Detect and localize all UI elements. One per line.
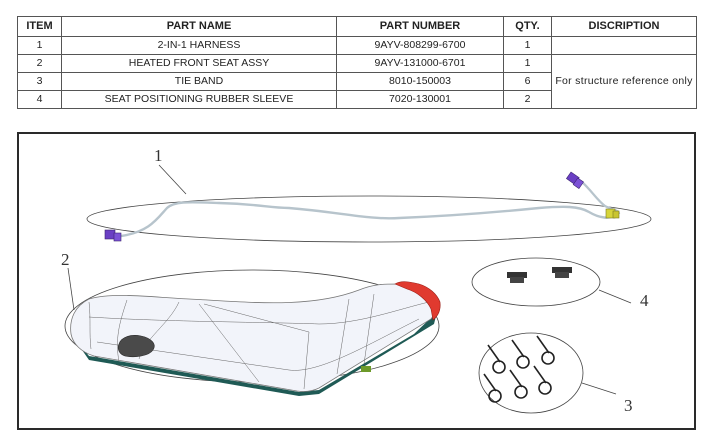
- tie-bands: [483, 335, 555, 403]
- header-part-name: PART NAME: [61, 16, 337, 37]
- cell-item: 4: [17, 90, 62, 109]
- table-row: 4 SEAT POSITIONING RUBBER SLEEVE 7020-13…: [17, 90, 697, 109]
- cell-part-number: 9AYV-131000-6701: [336, 54, 504, 73]
- harness-group: 1: [86, 146, 652, 243]
- harness-wire: [120, 201, 616, 238]
- yellow-connector: [605, 208, 620, 219]
- exploded-diagram: 1 2: [61, 146, 652, 415]
- tie-band-3: [536, 335, 555, 365]
- rubber-sleeve-outline-ellipse: [471, 257, 601, 307]
- rubber-sleeve-callout: 4: [640, 291, 649, 310]
- seat-green-clip: [361, 366, 371, 372]
- header-description: DISCRIPTION: [551, 16, 697, 37]
- tie-band-group: 3: [478, 332, 633, 415]
- cell-shared-description: For structure reference only: [551, 54, 697, 109]
- cell-qty: 1: [503, 54, 552, 73]
- cell-description: [551, 36, 697, 55]
- cell-part-name: TIE BAND: [61, 72, 337, 91]
- harness-outline-ellipse: [86, 195, 652, 243]
- tie-band-4: [483, 373, 502, 403]
- parts-table: ITEM PART NAME PART NUMBER QTY. DISCRIPT…: [17, 16, 697, 109]
- tie-band-1: [487, 344, 506, 374]
- seat-red-tail: [394, 281, 441, 321]
- header-part-number: PART NUMBER: [336, 16, 504, 37]
- cell-part-name: 2-IN-1 HARNESS: [61, 36, 337, 55]
- rubber-sleeve-leader-line: [598, 289, 632, 304]
- table-row: 2 HEATED FRONT SEAT ASSY 9AYV-131000-670…: [17, 54, 697, 109]
- purple-connector-right: [565, 171, 584, 189]
- seat-body: [70, 283, 437, 392]
- cell-part-number: 9AYV-808299-6700: [336, 36, 504, 55]
- seat-panel-lines: [88, 293, 430, 390]
- rubber-sleeve-2: [552, 267, 572, 278]
- seat-logo-pad: [117, 335, 155, 358]
- cell-item: 3: [17, 72, 62, 91]
- seat-group: 2: [61, 250, 441, 396]
- cell-qty: 6: [503, 72, 552, 91]
- tie-band-5: [509, 369, 528, 399]
- cell-part-number: 7020-130001: [336, 90, 504, 109]
- exploded-diagram-frame: 1 2: [17, 132, 696, 430]
- header-item: ITEM: [17, 16, 62, 37]
- cell-item: 2: [17, 54, 62, 73]
- seat-base-trim: [71, 312, 437, 396]
- table-header-row: ITEM PART NAME PART NUMBER QTY. DISCRIPT…: [17, 16, 697, 37]
- cell-part-name: HEATED FRONT SEAT ASSY: [61, 54, 337, 73]
- cell-qty: 1: [503, 36, 552, 55]
- tie-band-callout: 3: [624, 396, 633, 415]
- tie-band-6: [533, 365, 552, 395]
- tie-band-leader-line: [581, 382, 617, 395]
- cell-part-name: SEAT POSITIONING RUBBER SLEEVE: [61, 90, 337, 109]
- seat-leader-line: [67, 267, 75, 311]
- seat-callout: 2: [61, 250, 70, 269]
- tie-band-2: [511, 339, 530, 369]
- harness-callout: 1: [154, 146, 163, 165]
- rubber-sleeve-1: [507, 272, 527, 283]
- cell-part-number: 8010-150003: [336, 72, 504, 91]
- table-row: 1 2-IN-1 HARNESS 9AYV-808299-6700 1: [17, 36, 697, 55]
- header-qty: QTY.: [503, 16, 552, 37]
- purple-connector-left: [104, 229, 122, 242]
- tie-band-outline-ellipse: [478, 332, 584, 414]
- harness-leader-line: [158, 164, 187, 195]
- cell-qty: 2: [503, 90, 552, 109]
- cell-item: 1: [17, 36, 62, 55]
- rubber-sleeve-group: 4: [471, 257, 649, 310]
